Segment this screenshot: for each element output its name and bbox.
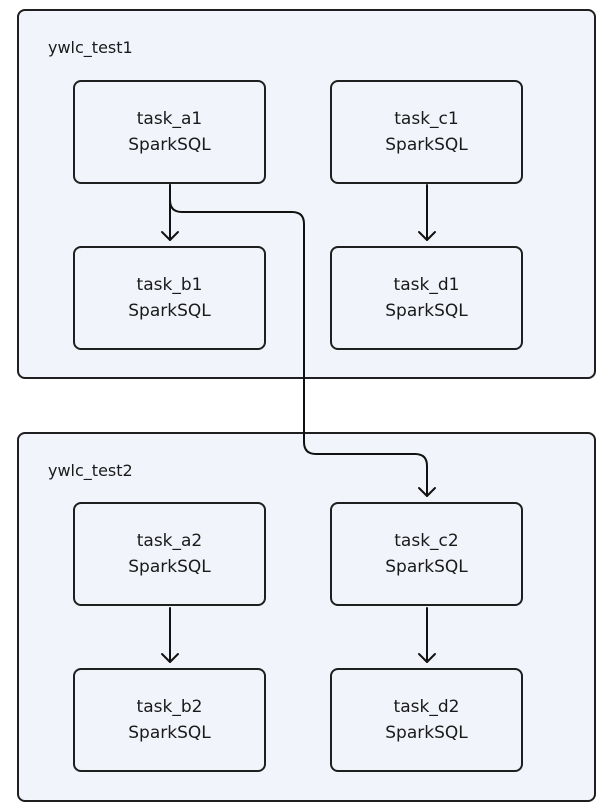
task-name: task_a2 (136, 531, 203, 551)
task-node-a2[interactable]: task_a2 SparkSQL (73, 502, 266, 606)
task-node-c1[interactable]: task_c1 SparkSQL (330, 80, 523, 184)
task-name: task_c2 (394, 531, 459, 551)
task-type: SparkSQL (128, 301, 211, 321)
task-type: SparkSQL (385, 723, 468, 743)
task-node-c2[interactable]: task_c2 SparkSQL (330, 502, 523, 606)
task-node-d1[interactable]: task_d1 SparkSQL (330, 246, 523, 350)
task-name: task_a1 (136, 109, 203, 129)
task-node-b2[interactable]: task_b2 SparkSQL (73, 668, 266, 772)
task-name: task_b2 (136, 697, 203, 717)
task-name: task_d1 (393, 275, 460, 295)
task-name: task_b1 (136, 275, 203, 295)
task-type: SparkSQL (385, 557, 468, 577)
task-type: SparkSQL (128, 557, 211, 577)
task-name: task_d2 (393, 697, 460, 717)
task-type: SparkSQL (128, 135, 211, 155)
task-type: SparkSQL (128, 723, 211, 743)
task-name: task_c1 (394, 109, 459, 129)
task-type: SparkSQL (385, 301, 468, 321)
task-node-a1[interactable]: task_a1 SparkSQL (73, 80, 266, 184)
task-node-d2[interactable]: task_d2 SparkSQL (330, 668, 523, 772)
group-title: ywlc_test2 (48, 461, 133, 480)
task-node-b1[interactable]: task_b1 SparkSQL (73, 246, 266, 350)
task-type: SparkSQL (385, 135, 468, 155)
group-title: ywlc_test1 (48, 38, 133, 57)
